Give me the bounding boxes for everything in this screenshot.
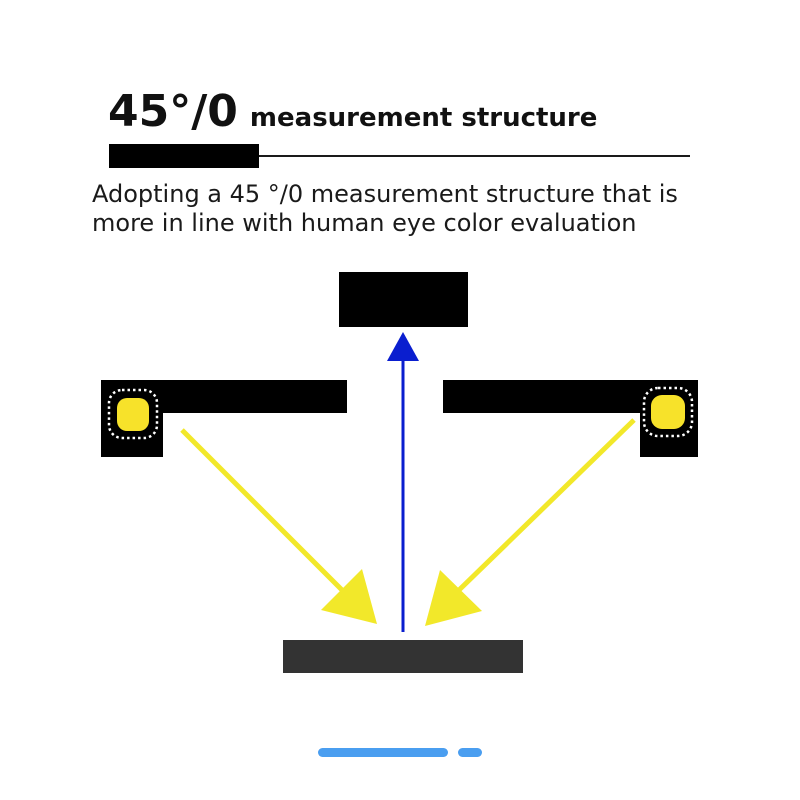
right-illumination-arrow bbox=[425, 418, 636, 626]
page-title: 45°/0 measurement structure bbox=[108, 86, 597, 137]
title-accent-bar bbox=[109, 144, 259, 168]
description: Adopting a 45 °/0 measurement structure … bbox=[92, 180, 732, 238]
sample-plate bbox=[283, 640, 523, 673]
title-main: 45°/0 bbox=[108, 86, 238, 137]
pager-dot[interactable] bbox=[458, 748, 482, 757]
left-illumination-arrow bbox=[180, 428, 377, 624]
left-led-chip-icon bbox=[107, 388, 159, 440]
detector-block bbox=[339, 272, 468, 327]
reflection-arrow bbox=[387, 332, 419, 632]
right-led-chip-icon bbox=[642, 386, 694, 438]
description-line-2: more in line with human eye color evalua… bbox=[92, 209, 637, 237]
title-divider bbox=[259, 155, 690, 157]
pager-dot-active[interactable] bbox=[318, 748, 448, 757]
title-sub: measurement structure bbox=[249, 103, 598, 133]
description-line-1: Adopting a 45 °/0 measurement structure … bbox=[92, 180, 678, 208]
